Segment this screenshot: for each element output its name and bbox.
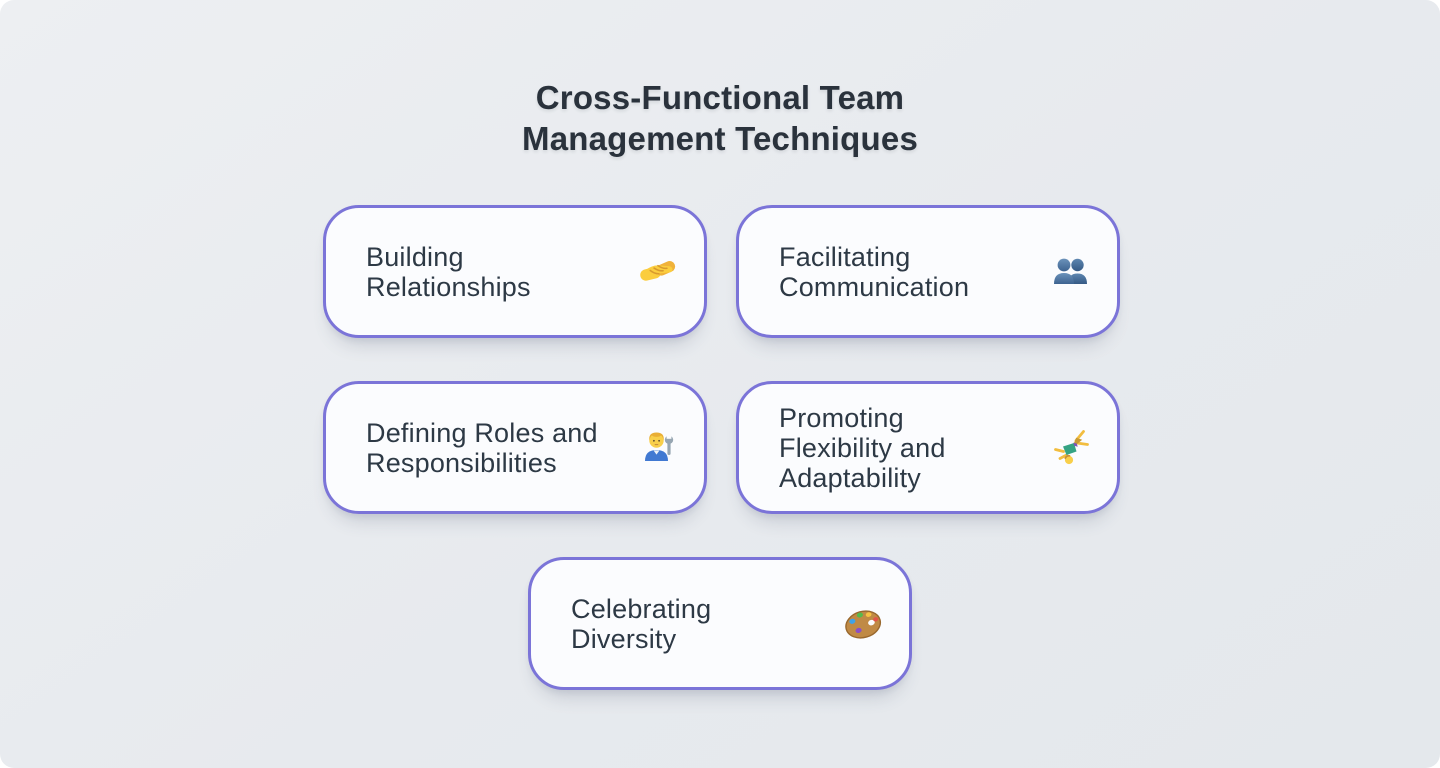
card-label: Facilitating Communication xyxy=(779,241,970,302)
card-building-relationships: Building Relationships xyxy=(323,205,707,338)
card-defining-roles: Defining Roles and Responsibilities xyxy=(323,381,707,514)
person-cartwheeling-icon xyxy=(1049,426,1093,470)
card-celebrating-diversity: Celebrating Diversity xyxy=(528,557,912,690)
man-mechanic-icon xyxy=(636,426,680,470)
page-title: Cross-Functional Team Management Techniq… xyxy=(0,77,1440,159)
card-promoting-flexibility: Promoting Flexibility and Adaptability xyxy=(736,381,1120,514)
card-label: Defining Roles and Responsibilities xyxy=(366,417,598,478)
card-facilitating-communication: Facilitating Communication xyxy=(736,205,1120,338)
busts-in-silhouette-icon xyxy=(1049,250,1093,294)
card-label: Building Relationships xyxy=(366,241,531,302)
card-label: Celebrating Diversity xyxy=(571,593,712,654)
card-label: Promoting Flexibility and Adaptability xyxy=(779,402,946,493)
page-title-line1: Cross-Functional Team xyxy=(535,79,905,116)
page-title-line2: Management Techniques xyxy=(522,120,918,157)
artist-palette-icon xyxy=(841,602,885,646)
handshake-icon xyxy=(636,250,680,294)
